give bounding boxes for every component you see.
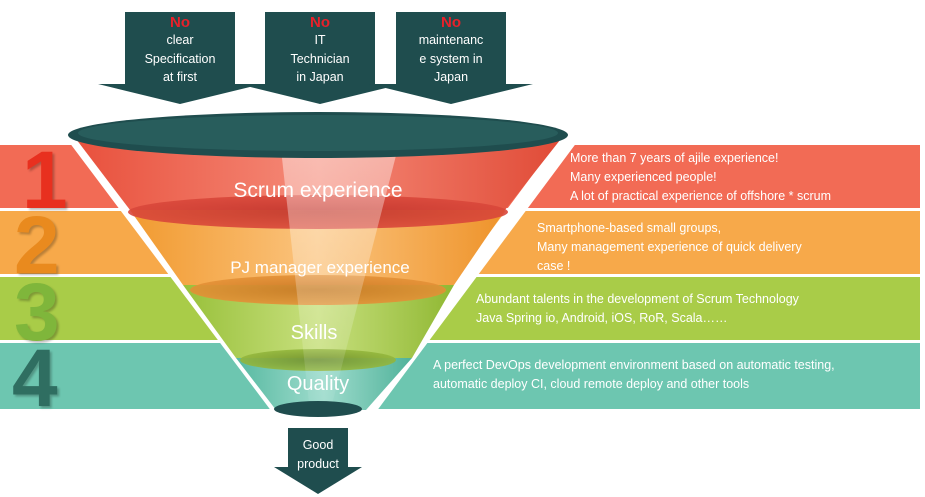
stage-number-4: 4 [12,333,58,424]
problem-1-line-1: clear [166,33,194,47]
problem-3-line-3: Japan [433,70,469,84]
problem-text-3: No maintenanc e system in Japan [395,14,507,87]
stage-description-1: More than 7 years of ajile experience! M… [570,151,832,203]
stage-label-1: Scrum experience [233,179,403,202]
no-label-1: No [170,14,190,31]
problem-arrows [98,12,533,104]
problem-arrow-2 [238,12,402,104]
stage-label-3: Skills [290,322,338,344]
no-label-2: No [310,14,330,31]
stage-number-3: 3 [14,267,60,358]
output-text: Good product [278,436,358,473]
funnel-rim-inner [78,115,558,151]
stage-number-1: 1 [22,135,68,226]
output-line-1: Good [302,438,334,452]
stage-description-2: Smartphone-based small groups, Many mana… [537,221,802,273]
output-arrow [274,428,362,494]
funnel-spout [274,401,362,417]
problem-arrow-3 [369,12,533,104]
problem-2-line-1: IT [314,33,326,47]
no-label-3: No [441,14,461,31]
problem-3-line-1: maintenanc [418,33,484,47]
output-line-2: product [297,456,339,471]
stage-label-2: PJ manager experience [230,258,410,277]
problem-2-line-2: Technician [290,51,350,66]
band-4 [0,343,920,409]
stage-label-4: Quality [286,373,350,395]
problem-text-2: No IT Technician in Japan [264,14,376,87]
problem-1-line-2: Specification [144,51,216,66]
stage-number-2: 2 [14,200,60,291]
problem-text-1: No clear Specification at first [124,14,236,87]
stage-description-3: Abundant talents in the development of S… [476,292,799,325]
problem-3-line-2: e system in [419,51,483,66]
problem-2-line-3: in Japan [296,70,344,84]
problem-arrow-1 [98,12,262,104]
funnel-shine [280,140,400,412]
stage-description-4: A perfect DevOps development environment… [433,358,835,391]
problem-1-line-3: at first [162,70,198,84]
